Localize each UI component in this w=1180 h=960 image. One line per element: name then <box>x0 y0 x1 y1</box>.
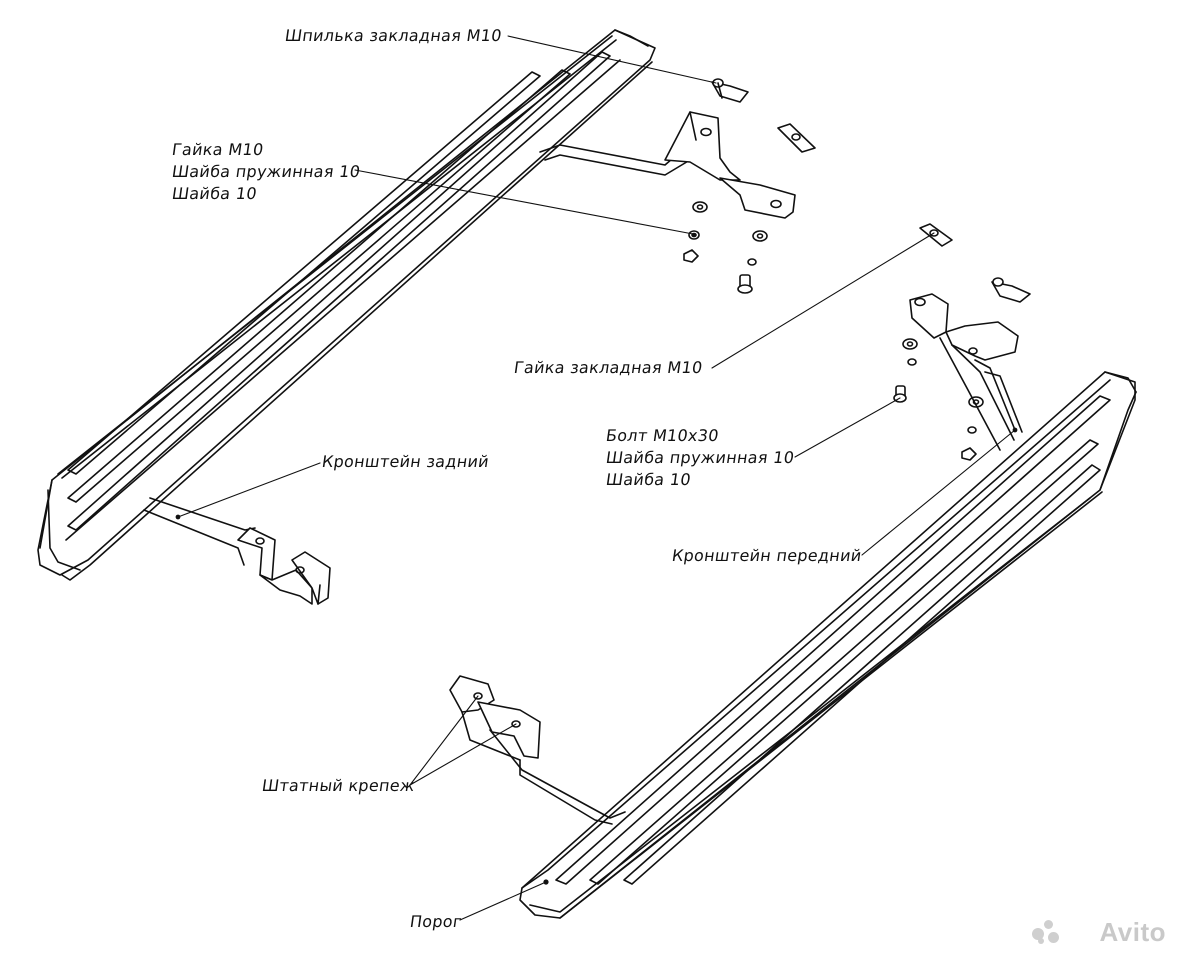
step-board-left <box>38 30 655 580</box>
label-bracket-rear: Кронштейн задний <box>320 452 491 471</box>
label-standard-fasteners: Штатный крепеж <box>260 776 417 795</box>
watermark-text: Avito <box>1099 917 1166 947</box>
step-board-right <box>520 372 1136 918</box>
label-spring-washer-front: Шайба пружинная 10 <box>604 448 796 467</box>
label-spring-washer-rear: Шайба пружинная 10 <box>170 162 362 181</box>
embedded-stud-right <box>992 278 1030 302</box>
loose-fasteners-rear <box>684 202 767 293</box>
label-step: Порог <box>408 912 464 931</box>
label-embedded-nut: Гайка закладная М10 <box>512 358 704 377</box>
label-bracket-front: Кронштейн передний <box>670 546 863 565</box>
label-nut-m10-rear: Гайка М10 <box>170 140 265 159</box>
watermark-logo-icon <box>1032 920 1062 944</box>
bracket-front <box>910 294 1022 450</box>
label-bolt: Болт М10х30 <box>604 426 721 445</box>
embedded-stud <box>712 79 748 102</box>
label-washer-rear: Шайба 10 <box>170 184 259 203</box>
bracket-rear-upper <box>540 112 795 218</box>
label-embedded-stud: Шпилька закладная М10 <box>283 26 504 45</box>
label-washer-front: Шайба 10 <box>604 470 693 489</box>
leader-lines <box>178 36 1015 920</box>
embedded-nut-plate-right <box>920 224 952 246</box>
bracket-rear <box>144 498 330 604</box>
bracket-standard <box>450 676 625 824</box>
loose-fasteners-front <box>894 339 983 460</box>
embedded-nut-plate-upper <box>778 124 815 152</box>
